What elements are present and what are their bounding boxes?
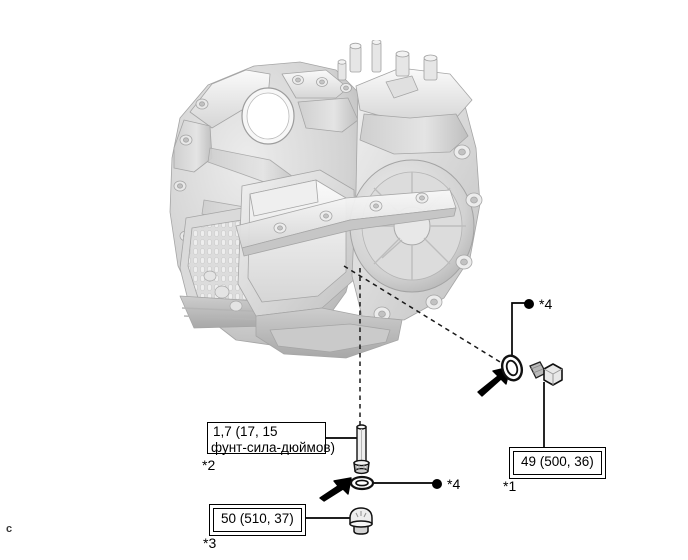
- spec-box-1-ref: *1: [503, 478, 517, 494]
- transaxle-illustration: [150, 40, 520, 370]
- spec-box-2-line1: 1,7 (17, 15: [213, 424, 278, 439]
- oring-gasket-lower-group: [318, 470, 378, 502]
- spec-box-1: 49 (500, 36): [509, 447, 606, 479]
- corner-mark: c: [6, 523, 13, 535]
- long-stud-bolt: [350, 424, 374, 480]
- arrow-pointer-lower: [319, 477, 352, 502]
- bullet-icon: [524, 299, 534, 309]
- spec-box-3-value: 50 (510, 37): [213, 508, 302, 532]
- hex-head-plug-bolt: [524, 360, 568, 394]
- spec-box-2-ref: *2: [202, 457, 216, 473]
- marker-ref4-upper-label: *4: [539, 296, 553, 312]
- spec-box-3: 50 (510, 37): [209, 504, 306, 536]
- spec-box-2: 1,7 (17, 15 фунт-сила-дюймов): [207, 422, 336, 455]
- oring-gasket-upper-group: [476, 352, 536, 398]
- marker-ref4-lower: *4: [432, 477, 460, 491]
- drain-plug: [344, 506, 378, 536]
- marker-ref4-upper: *4: [524, 297, 552, 311]
- spec-box-3-ref: *3: [203, 535, 217, 551]
- spec-box-2-value: 1,7 (17, 15 фунт-сила-дюймов): [211, 424, 336, 455]
- spec-box-1-value: 49 (500, 36): [513, 451, 602, 475]
- marker-ref4-lower-label: *4: [447, 476, 461, 492]
- bullet-icon: [432, 479, 442, 489]
- spec-box-2-line2: фунт-сила-дюймов): [211, 439, 336, 455]
- oring-gasket-lower: [349, 475, 375, 491]
- oring-gasket-upper: [500, 354, 524, 382]
